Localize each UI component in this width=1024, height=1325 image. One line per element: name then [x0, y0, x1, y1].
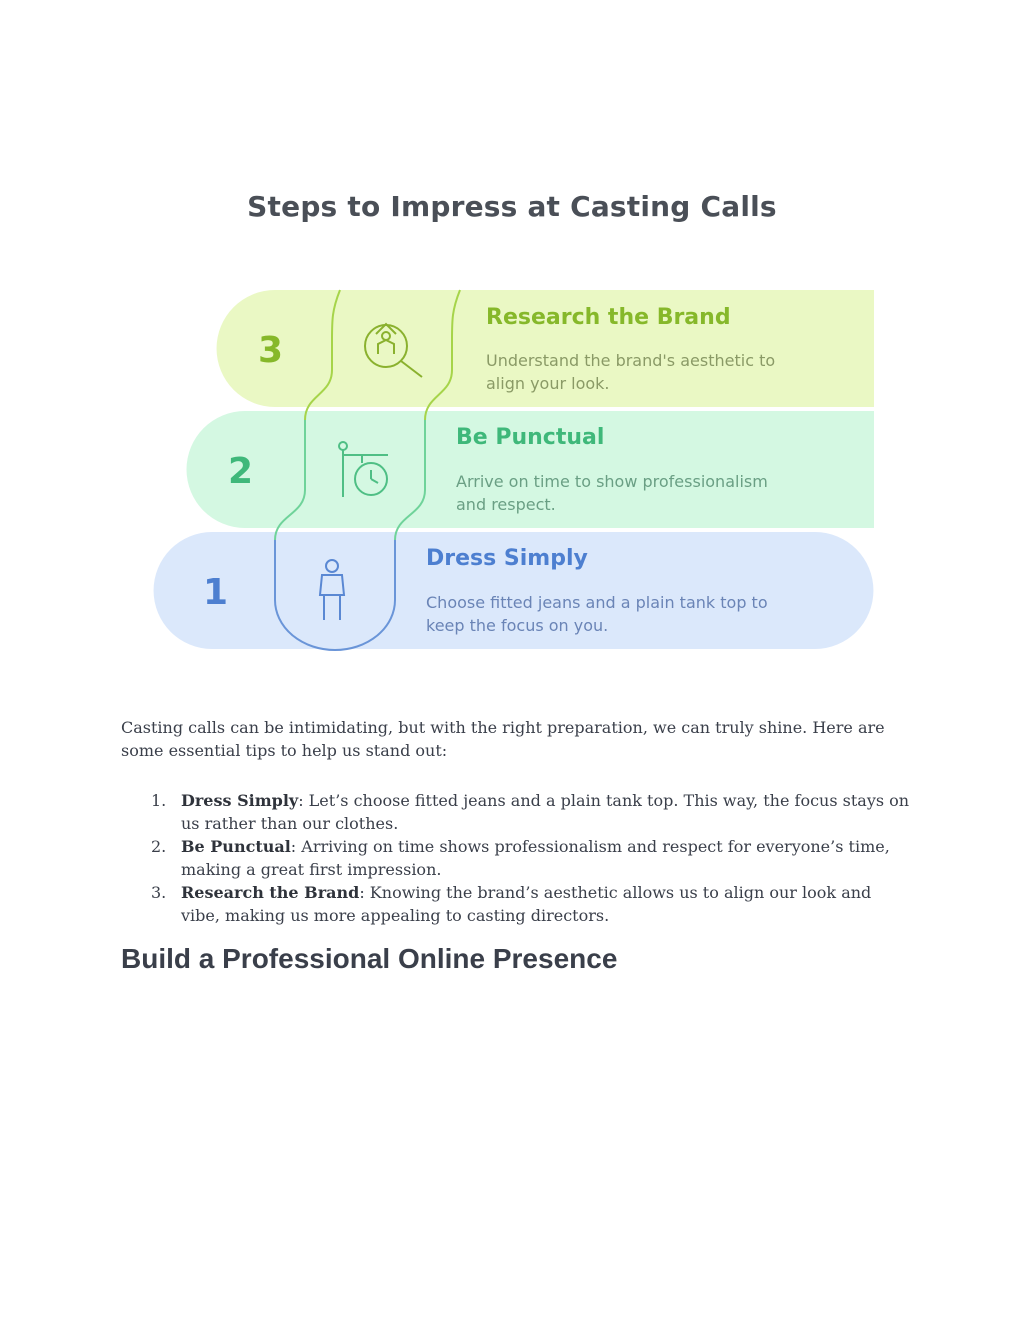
list-item-number: 3. — [151, 883, 167, 902]
list-item: 2. Be Punctual: Arriving on time shows p… — [121, 835, 911, 881]
tips-list: 1. Dress Simply: Let’s choose fitted jea… — [121, 789, 911, 927]
step-2-number: 2 — [228, 451, 254, 492]
step-2-title: Be Punctual — [456, 425, 605, 450]
step-2-description: Arrive on time to show professionalism a… — [456, 472, 768, 514]
connector-step-3-right — [424, 289, 461, 421]
connector-step-1 — [274, 540, 396, 651]
list-item-text: : Arriving on time shows professionalism… — [181, 837, 890, 879]
infographic-title: Steps to Impress at Casting Calls — [247, 190, 777, 223]
steps-diagram — [153, 289, 874, 651]
list-item-title: Be Punctual — [181, 837, 291, 856]
step-1-title: Dress Simply — [426, 546, 588, 571]
list-item: 1. Dress Simply: Let’s choose fitted jea… — [121, 789, 911, 835]
list-item-number: 1. — [151, 791, 167, 810]
intro-paragraph: Casting calls can be intimidating, but w… — [121, 718, 885, 760]
list-item-number: 2. — [151, 837, 167, 856]
list-item-title: Dress Simply — [181, 791, 299, 810]
list-item: 3. Research the Brand: Knowing the brand… — [121, 881, 911, 927]
step-3-title: Research the Brand — [486, 305, 731, 330]
infographic: Steps to Impress at Casting Calls — [153, 190, 874, 651]
connector-step-2 — [274, 420, 306, 541]
connector-step-3 — [304, 289, 341, 421]
step-2-band — [186, 411, 874, 528]
step-3-number: 3 — [258, 330, 284, 371]
list-item-text: : Knowing the brand’s aesthetic allows u… — [181, 883, 872, 925]
clock-sign-icon — [338, 441, 388, 497]
list-item-title: Research the Brand — [181, 883, 360, 902]
step-1-description: Choose fitted jeans and a plain tank top… — [426, 593, 768, 635]
step-3-band — [216, 290, 874, 407]
step-3-description: Understand the brand's aesthetic to alig… — [486, 351, 776, 393]
section-heading: Build a Professional Online Presence — [121, 943, 618, 974]
step-1-number: 1 — [203, 572, 229, 613]
search-icon — [364, 322, 423, 378]
person-icon — [318, 559, 346, 620]
list-item-text: : Let’s choose fitted jeans and a plain … — [181, 791, 910, 833]
step-1-band — [153, 532, 874, 649]
connector-step-2-right — [394, 420, 426, 541]
